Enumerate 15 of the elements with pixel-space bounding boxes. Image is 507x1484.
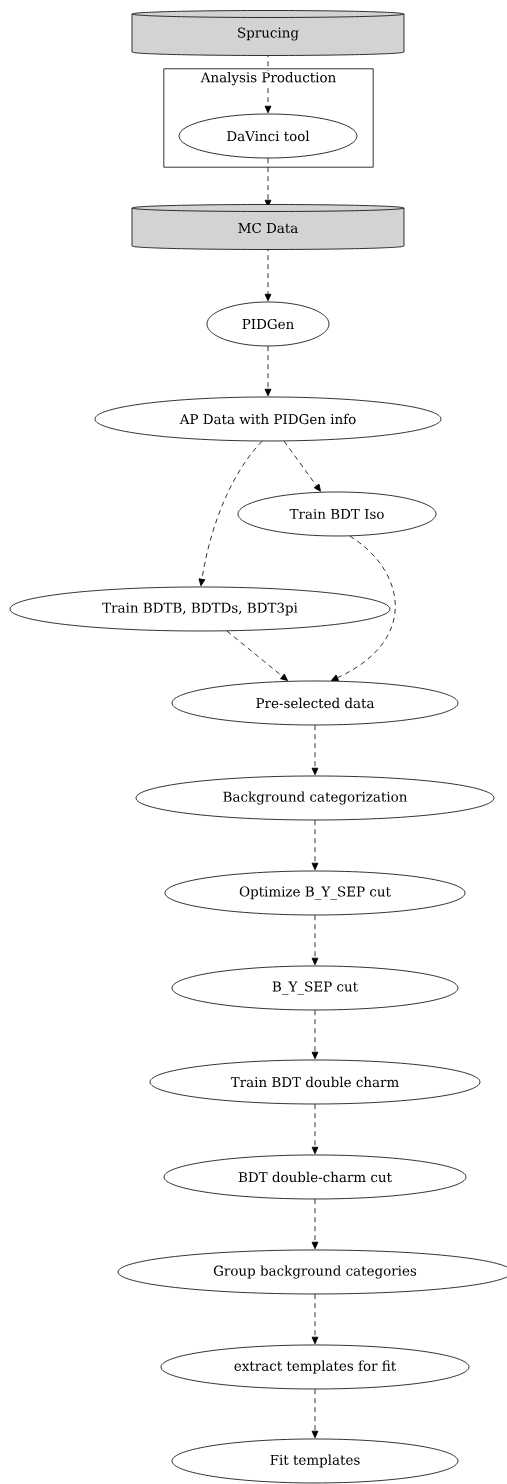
- arrow: [264, 345, 272, 397]
- database-cylinder: Sprucing: [131, 10, 405, 56]
- arrow: [311, 1009, 319, 1060]
- arrow: [283, 440, 321, 492]
- arrow: [311, 1103, 319, 1155]
- arrow: [311, 819, 319, 871]
- arrow: [330, 535, 396, 681]
- arrow: [226, 630, 288, 681]
- database-cylinder: MC Data: [131, 204, 405, 250]
- arrow: [311, 1198, 319, 1250]
- arrow: [198, 440, 263, 587]
- arrow: [311, 1388, 319, 1439]
- arrow: [311, 1293, 319, 1345]
- arrow: [311, 914, 319, 966]
- arrow: [311, 724, 319, 776]
